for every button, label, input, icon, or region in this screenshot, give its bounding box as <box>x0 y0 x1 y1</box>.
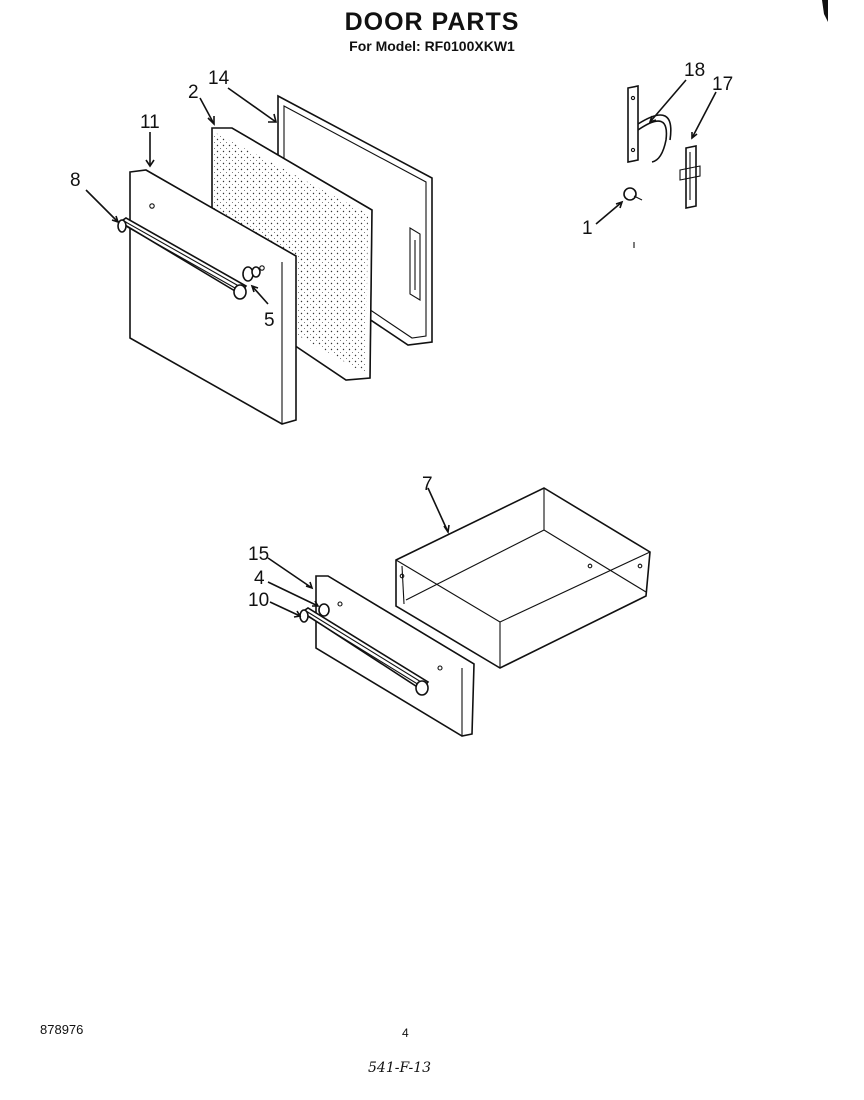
drawer-spacer <box>318 603 330 617</box>
callout-1: 1 <box>582 218 593 239</box>
callout-11: 11 <box>140 112 160 133</box>
callout-4: 4 <box>254 568 265 589</box>
oven-door-handle <box>117 217 248 300</box>
callout-18: 18 <box>684 60 705 81</box>
model-subtitle: For Model: RF0100XKW1 <box>349 38 515 54</box>
callout-labels: 14 2 11 8 5 18 17 1 7 15 4 10 <box>70 60 733 611</box>
page-title: DOOR PARTS <box>344 8 520 36</box>
callout-5: 5 <box>264 310 275 331</box>
page-number: 4 <box>402 1026 409 1040</box>
outer-door-panel <box>129 169 297 425</box>
callout-15: 15 <box>248 544 269 565</box>
corner-mark <box>822 0 828 22</box>
hinge-receptacle <box>679 145 701 209</box>
callout-10: 10 <box>248 590 269 611</box>
drawer-front-panel <box>315 575 475 737</box>
callout-14: 14 <box>208 68 230 89</box>
callout-17: 17 <box>712 74 733 95</box>
leader-lines <box>85 79 717 618</box>
document-code: 878976 <box>40 1022 84 1037</box>
door-hinge <box>627 85 672 163</box>
storage-drawer-body <box>395 487 651 669</box>
callout-2: 2 <box>188 82 199 103</box>
callout-8: 8 <box>70 170 81 191</box>
drawer-handle <box>299 607 430 696</box>
handwritten-note: 541-F-13 <box>368 1060 432 1076</box>
hinge-screw <box>623 187 643 248</box>
door-spacer <box>242 266 261 282</box>
callout-7: 7 <box>422 474 433 495</box>
